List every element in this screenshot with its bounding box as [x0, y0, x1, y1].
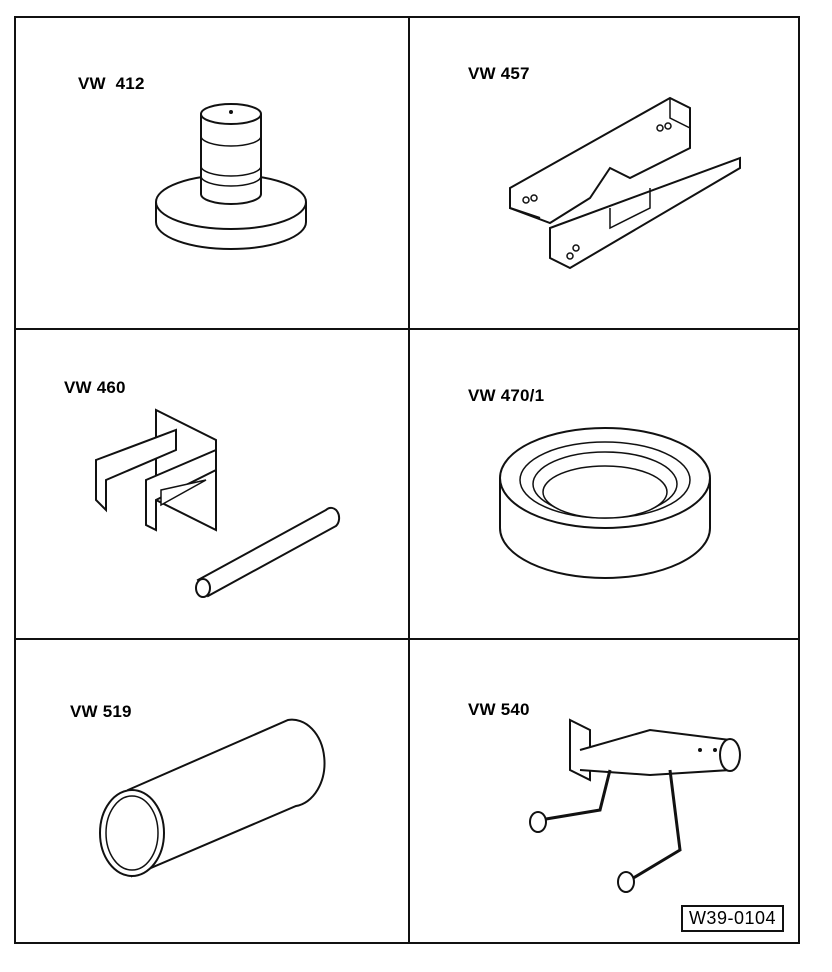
sleeve-tube-drawing — [99, 718, 326, 878]
grid-divider-vertical — [408, 18, 410, 942]
press-piece-drawing — [155, 103, 307, 250]
tool-label: VW 470/1 — [468, 386, 545, 405]
mounting-bracket-drawing — [95, 408, 341, 598]
tool-cell-vw412: VW 412 — [16, 18, 408, 328]
tool-cell-vw540: VW 540 — [410, 640, 802, 946]
figure-reference-box: W39-0104 — [680, 905, 784, 932]
support-plate-drawing — [509, 96, 741, 270]
tool-cell-vw519: VW 519 — [16, 640, 408, 946]
tool-chart-sheet: VW 412 VW 457 VW 4 — [14, 16, 800, 944]
tool-label: VW 412 — [78, 74, 145, 93]
tool-cell-vw457: VW 457 — [410, 18, 802, 328]
tool-cell-vw460: VW 460 — [16, 330, 408, 638]
tool-label: VW 540 — [468, 700, 530, 719]
tool-label: VW 457 — [468, 64, 530, 83]
tool-label: VW 519 — [70, 702, 132, 721]
grid-divider-row-1 — [16, 328, 798, 330]
puller-tool-drawing — [529, 718, 741, 893]
tool-cell-vw470-1: VW 470/1 — [410, 330, 802, 638]
tool-label: VW 460 — [64, 378, 126, 397]
grid-divider-row-2 — [16, 638, 798, 640]
ring-drawing — [499, 427, 711, 579]
